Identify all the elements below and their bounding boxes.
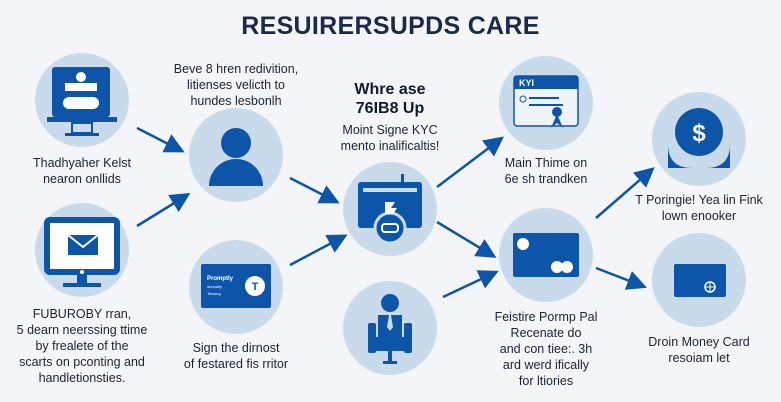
node-credit-card bbox=[499, 208, 593, 302]
caption-line: and con tiee:. 3h bbox=[499, 342, 593, 356]
caption-money-card: Droin Money Card resoiam let bbox=[599, 334, 781, 366]
caption-line: for ltiories bbox=[518, 374, 574, 388]
credit-card-icon bbox=[513, 233, 579, 277]
caption-line: lown enooker bbox=[661, 209, 737, 223]
browser-kyc-icon bbox=[358, 174, 422, 245]
monitor-robot-icon bbox=[47, 67, 117, 136]
caption-id-card: Main Thime on 6e sh trandken bbox=[446, 155, 646, 187]
caption-line: Recenate do bbox=[510, 326, 582, 340]
caption-line: resoiam let bbox=[668, 351, 730, 365]
heading-line: 76IB8 Up bbox=[355, 100, 425, 117]
caption-kyc: Moint Signe KYC mento inalificaltis! bbox=[290, 122, 490, 154]
id-document-icon: KYI bbox=[513, 75, 579, 128]
caption-line: of festared fis rritor bbox=[183, 357, 289, 371]
caption-line: FUBUROBY rran, bbox=[32, 307, 132, 321]
dollar-hands-icon: $ bbox=[668, 108, 730, 168]
caption-line: hundes lesbonlh bbox=[190, 94, 282, 108]
caption-monitor-robot: Thadhyaher Kelst nearon onllids bbox=[0, 155, 182, 187]
caption-line: handletionsties. bbox=[38, 371, 126, 385]
node-monitor-robot bbox=[35, 53, 129, 147]
arrow bbox=[442, 270, 499, 299]
svg-text:KYI: KYI bbox=[519, 78, 534, 88]
arrow bbox=[136, 126, 185, 153]
caption-line: 6e sh trandken bbox=[504, 172, 588, 186]
caption-credit-card: Feistire Pormp Pal Recenate do and con t… bbox=[446, 309, 646, 389]
node-email bbox=[35, 203, 129, 297]
caption-line: Beve 8 hren redivition, bbox=[173, 62, 299, 76]
arrow bbox=[436, 220, 497, 258]
node-businessman bbox=[343, 281, 437, 375]
svg-text:$: $ bbox=[692, 120, 706, 147]
node-kyc bbox=[343, 162, 437, 256]
caption-person: Beve 8 hren redivition, litienses velict… bbox=[136, 61, 336, 109]
arrow bbox=[136, 193, 191, 228]
page-title: RESUIRERSUPDS CARE bbox=[241, 12, 540, 40]
node-id-card: KYI bbox=[499, 56, 593, 150]
node-person bbox=[189, 108, 283, 202]
svg-text:Promptly: Promptly bbox=[207, 276, 234, 282]
caption-line: Sign the dirnost bbox=[192, 341, 280, 355]
caption-email: FUBUROBY rran, 5 dearn neerssing ttime b… bbox=[0, 306, 182, 386]
caption-line: mento inalificaltis! bbox=[340, 139, 440, 153]
arrow bbox=[595, 266, 647, 290]
caption-line: ard werd ifically bbox=[502, 358, 590, 372]
svg-text:T: T bbox=[252, 281, 259, 293]
caption-line: Moint Signe KYC bbox=[342, 123, 438, 137]
arrow bbox=[289, 234, 348, 267]
caption-line: Main Thime on bbox=[504, 156, 588, 170]
caption-line: litienses velicth to bbox=[187, 78, 285, 92]
svg-text:annually: annually bbox=[207, 284, 222, 289]
money-card-icon bbox=[674, 264, 726, 297]
caption-line: nearon onllids bbox=[43, 172, 121, 186]
businessman-icon bbox=[368, 294, 412, 364]
arrow bbox=[595, 167, 655, 219]
caption-line: scarts on pconting and bbox=[19, 355, 145, 369]
node-dollar: $ bbox=[652, 92, 746, 186]
kyc-heading: Whre ase 76IB8 Up bbox=[290, 80, 490, 118]
caption-line: 5 dearn neerssing ttime bbox=[16, 323, 148, 337]
svg-text:Tessing: Tessing bbox=[207, 291, 221, 296]
arrow bbox=[289, 176, 340, 204]
caption-line: T Poringie! Yea lin Fink bbox=[635, 193, 763, 207]
caption-line: Feistire Pormp Pal bbox=[494, 310, 598, 324]
email-monitor-icon bbox=[44, 217, 120, 287]
arrow bbox=[436, 136, 504, 188]
person-icon bbox=[209, 128, 263, 186]
node-money-card bbox=[652, 233, 746, 327]
caption-line: Thadhyaher Kelst bbox=[33, 156, 131, 170]
heading-line: Whre ase bbox=[354, 81, 426, 98]
caption-dollar: T Poringie! Yea lin Fink lown enooker bbox=[599, 192, 781, 224]
caption-card-t: Sign the dirnost of festared fis rritor bbox=[136, 340, 336, 372]
caption-line: by frealete of the bbox=[35, 339, 129, 353]
caption-line: Droin Money Card bbox=[648, 335, 750, 349]
